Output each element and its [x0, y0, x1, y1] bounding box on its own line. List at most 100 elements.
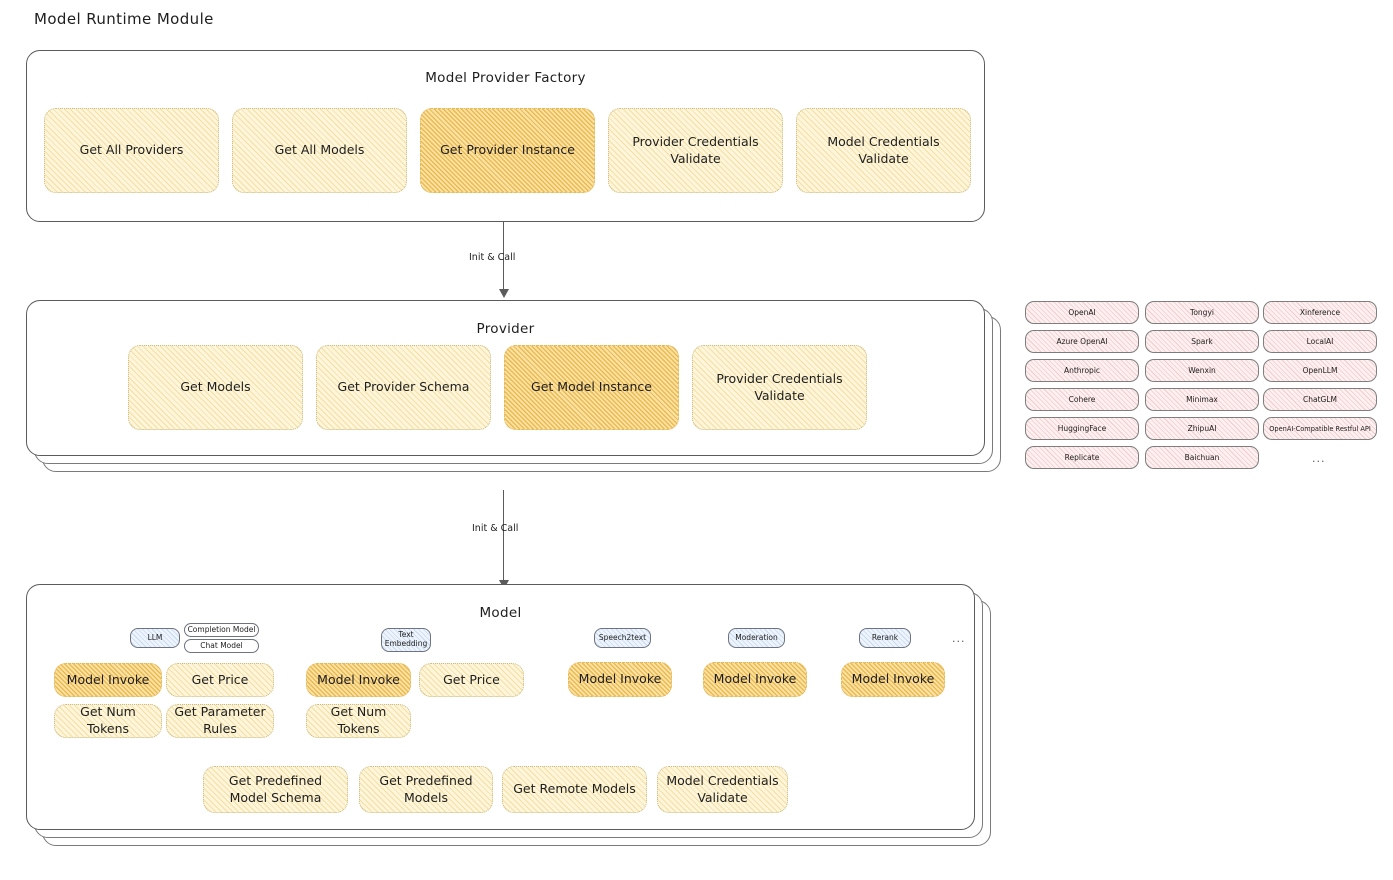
node-label: Get All Providers: [79, 142, 184, 158]
model-node-get-predefined-models[interactable]: Get Predefined Models: [359, 766, 493, 813]
node-label: Get Model Instance: [531, 379, 652, 395]
chip-label: HuggingFace: [1057, 424, 1107, 433]
node-label: Get All Models: [274, 142, 365, 158]
node-label: Get Price: [191, 671, 249, 687]
provider-chip-spark[interactable]: Spark: [1145, 330, 1259, 353]
model-node-model-credentials-validate[interactable]: Model Credentials Validate: [657, 766, 788, 813]
node-label: Get Predefined Models: [379, 772, 473, 805]
node-label: Get Predefined Model Schema: [228, 772, 323, 805]
provider-chip-zhipuai[interactable]: ZhipuAI: [1145, 417, 1259, 440]
model-provider-factory-title: Model Provider Factory: [425, 70, 586, 86]
node-label: Model Invoke: [851, 671, 935, 687]
chip-label: OpenAI: [1068, 308, 1096, 317]
page-title: Model Runtime Module: [34, 10, 214, 28]
chip-label: Tongyi: [1190, 308, 1214, 317]
llm-node-get-parameter-rules[interactable]: Get Parameter Rules: [166, 704, 274, 738]
provider-node-provider-credentials-validate[interactable]: Provider Credentials Validate: [692, 345, 867, 430]
node-label: Model Invoke: [578, 671, 662, 687]
node-label: Model Invoke: [66, 671, 150, 687]
chip-label: Azure OpenAI: [1056, 337, 1108, 346]
chip-label: ChatGLM: [1303, 395, 1337, 404]
model-type-badge-rerank[interactable]: Rerank: [859, 628, 911, 648]
provider-chip-baichuan[interactable]: Baichuan: [1145, 446, 1259, 469]
node-label: Model Invoke: [317, 671, 400, 687]
model-title: Model: [479, 605, 522, 621]
llm-node-get-price[interactable]: Get Price: [166, 663, 274, 697]
badge-label: Text Embedding: [384, 630, 428, 648]
provider-chip-cohere[interactable]: Cohere: [1025, 388, 1139, 411]
provider-chip-openai[interactable]: OpenAI: [1025, 301, 1139, 324]
model-type-badge-llm[interactable]: LLM: [130, 628, 180, 648]
provider-chip-localai[interactable]: LocalAI: [1263, 330, 1377, 353]
node-label: Get Models: [180, 379, 251, 395]
provider-chip-anthropic[interactable]: Anthropic: [1025, 359, 1139, 382]
provider-chip-openai-compatible-restful-api[interactable]: OpenAI-Compatible Restful API: [1263, 417, 1377, 440]
node-label: Model Credentials Validate: [666, 772, 779, 805]
chip-label: Minimax: [1186, 395, 1218, 404]
chip-label: LocalAI: [1306, 337, 1334, 346]
provider-chip-chatglm[interactable]: ChatGLM: [1263, 388, 1377, 411]
node-label: Get Price: [443, 671, 500, 687]
factory-node-get-all-models[interactable]: Get All Models: [232, 108, 407, 193]
provider-chip-wenxin[interactable]: Wenxin: [1145, 359, 1259, 382]
node-label: Provider Credentials Validate: [632, 133, 759, 166]
text-embedding-node-get-price[interactable]: Get Price: [419, 663, 524, 697]
factory-node-get-provider-instance[interactable]: Get Provider Instance: [420, 108, 595, 193]
provider-chip-azure-openai[interactable]: Azure OpenAI: [1025, 330, 1139, 353]
node-label: Get Num Tokens: [80, 704, 136, 736]
speech2text-node-model-invoke[interactable]: Model Invoke: [568, 662, 672, 697]
provider-node-get-provider-schema[interactable]: Get Provider Schema: [316, 345, 491, 430]
model-sub-badge-completion-model[interactable]: Completion Model: [184, 623, 259, 637]
provider-chip-huggingface[interactable]: HuggingFace: [1025, 417, 1139, 440]
provider-chip-openllm[interactable]: OpenLLM: [1263, 359, 1377, 382]
model-type-badge-moderation[interactable]: Moderation: [728, 628, 785, 648]
chip-label: Wenxin: [1188, 366, 1216, 375]
chip-label: Anthropic: [1063, 366, 1101, 375]
text-embedding-node-model-invoke[interactable]: Model Invoke: [306, 663, 411, 697]
node-label: Get Parameter Rules: [174, 704, 266, 736]
model-sub-badge-chat-model[interactable]: Chat Model: [184, 639, 259, 653]
chip-label: Baichuan: [1184, 453, 1220, 462]
factory-node-model-credentials-validate[interactable]: Model Credentials Validate: [796, 108, 971, 193]
llm-node-get-num-tokens[interactable]: Get Num Tokens: [54, 704, 162, 738]
badge-label: Rerank: [871, 632, 899, 642]
chip-label: OpenAI-Compatible Restful API: [1269, 424, 1371, 433]
rerank-node-model-invoke[interactable]: Model Invoke: [841, 662, 945, 697]
provider-chip-replicate[interactable]: Replicate: [1025, 446, 1139, 469]
provider-chip-minimax[interactable]: Minimax: [1145, 388, 1259, 411]
model-node-get-predefined-model-schema[interactable]: Get Predefined Model Schema: [203, 766, 348, 813]
node-label: Model Invoke: [713, 671, 797, 687]
chip-label: Spark: [1191, 337, 1213, 346]
badge-label: Moderation: [735, 632, 778, 642]
arrow-label-init-and-call-1: Init & Call: [469, 252, 516, 263]
provider-node-get-model-instance[interactable]: Get Model Instance: [504, 345, 679, 430]
node-label: Model Credentials Validate: [827, 133, 940, 166]
model-type-badge-speech2text[interactable]: Speech2text: [594, 628, 651, 648]
node-label: Get Remote Models: [513, 781, 636, 797]
provider-list-ellipsis: ...: [1312, 452, 1326, 465]
chip-label: OpenLLM: [1302, 366, 1338, 375]
text-embedding-node-get-num-tokens[interactable]: Get Num Tokens: [306, 704, 411, 738]
node-label: Provider Credentials Validate: [716, 370, 843, 403]
provider-title: Provider: [476, 321, 535, 337]
chip-label: Replicate: [1064, 453, 1100, 462]
arrow-label-init-and-call-2: Init & Call: [472, 523, 519, 534]
factory-node-provider-credentials-validate[interactable]: Provider Credentials Validate: [608, 108, 783, 193]
moderation-node-model-invoke[interactable]: Model Invoke: [703, 662, 807, 697]
badge-label: Completion Model: [187, 624, 256, 634]
badge-label: Speech2text: [598, 632, 647, 642]
llm-node-model-invoke[interactable]: Model Invoke: [54, 663, 162, 697]
model-types-ellipsis: ...: [952, 632, 966, 645]
factory-node-get-all-providers[interactable]: Get All Providers: [44, 108, 219, 193]
provider-node-get-models[interactable]: Get Models: [128, 345, 303, 430]
badge-label: Chat Model: [200, 640, 243, 650]
model-type-badge-text-embedding[interactable]: Text Embedding: [381, 628, 431, 652]
provider-chip-xinference[interactable]: Xinference: [1263, 301, 1377, 324]
chip-label: ZhipuAI: [1187, 424, 1217, 433]
model-node-get-remote-models[interactable]: Get Remote Models: [502, 766, 647, 813]
node-label: Get Provider Instance: [440, 142, 575, 158]
provider-chip-tongyi[interactable]: Tongyi: [1145, 301, 1259, 324]
node-label: Get Num Tokens: [330, 704, 387, 736]
node-label: Get Provider Schema: [337, 379, 470, 395]
